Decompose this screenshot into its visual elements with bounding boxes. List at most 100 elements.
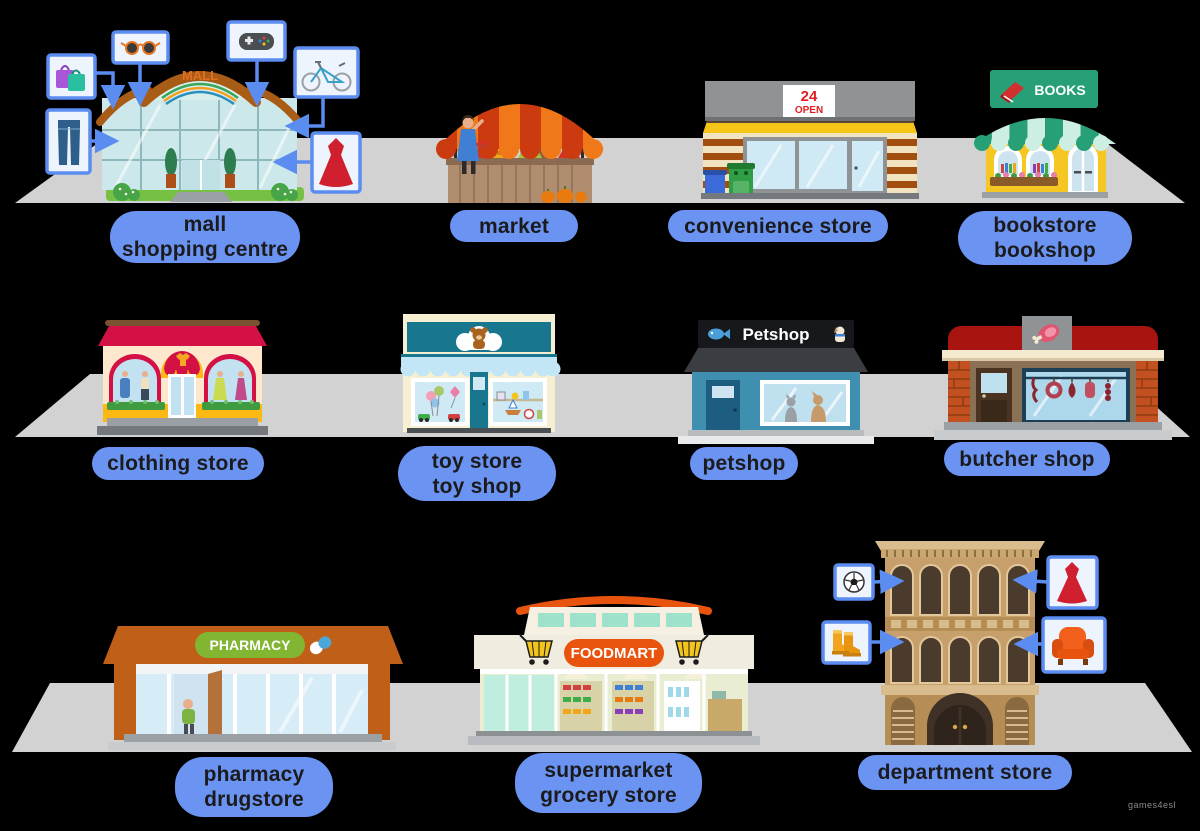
trash-bins <box>703 163 755 197</box>
flower-box <box>990 172 1058 186</box>
label-convenience-store: convenience store <box>668 210 888 242</box>
label-pharmacy: pharmacy drugstore <box>175 757 333 817</box>
bush-left <box>113 183 140 201</box>
callout-shopping-bags <box>46 53 97 100</box>
label-clothing-store: clothing store <box>92 447 264 480</box>
label-department-line1: department store <box>877 761 1053 784</box>
display-window-right <box>202 354 260 410</box>
cat-silhouette <box>785 394 797 422</box>
label-mall: mall shopping centre <box>110 211 300 263</box>
market-illustration <box>436 104 604 203</box>
mall-sign-text: MALL <box>182 68 218 83</box>
ground-window-right <box>1005 697 1029 745</box>
label-supermarket-line1: supermarket <box>544 759 673 782</box>
display-window-left <box>107 354 165 410</box>
cart-icon-right <box>675 634 709 665</box>
toy-store-illustration <box>400 314 561 433</box>
bicycle-icon <box>301 61 352 92</box>
book-icon <box>1000 82 1024 103</box>
brick-column-left <box>948 361 970 425</box>
storefront-window <box>743 137 887 193</box>
mall-callout-arrows <box>90 60 325 175</box>
mall-building: MALL <box>96 68 304 202</box>
red-dress-icon-2 <box>1057 562 1087 604</box>
label-clothing-line1: clothing store <box>107 452 249 475</box>
ground-window-left <box>891 697 915 745</box>
label-mall-line2: shopping centre <box>121 238 289 261</box>
petshop-window <box>760 380 850 426</box>
bookstore-window-right <box>1026 146 1054 178</box>
dog-silhouette <box>811 391 826 422</box>
clothing-store-illustration <box>97 320 268 435</box>
shopping-bags-icon <box>56 65 85 91</box>
label-bookstore-line1: bookstore <box>993 214 1097 237</box>
soccer-ball-icon <box>843 571 865 593</box>
callout-rain-boots <box>821 620 872 665</box>
ground-row-2 <box>15 374 1190 437</box>
label-bookstore: bookstore bookshop <box>958 211 1132 265</box>
sign-24-open: 24 OPEN <box>783 85 835 117</box>
middle-windows <box>890 636 1030 684</box>
butcher-door <box>976 368 1012 428</box>
label-mall-line1: mall <box>183 213 227 236</box>
petshop-door <box>706 380 740 434</box>
pharmacy-sign: PHARMACY <box>195 632 332 658</box>
rain-boots-icon <box>832 630 861 657</box>
petshop-illustration: Petshop <box>678 320 874 444</box>
books-sign: BOOKS <box>990 70 1098 108</box>
supermarket-storefront <box>480 669 748 733</box>
watermark: games4esl <box>1128 800 1177 810</box>
toy-awning <box>400 357 561 377</box>
label-pharmacy-line2: drugstore <box>204 788 304 811</box>
game-controller-icon <box>239 33 274 50</box>
foodmart-sign: FOODMART <box>564 639 664 667</box>
label-petshop: petshop <box>690 447 798 480</box>
bookstore-door <box>1068 143 1098 194</box>
svg-text:24: 24 <box>801 88 818 105</box>
label-butcher-line1: butcher shop <box>959 447 1095 471</box>
svg-text:BOOKS: BOOKS <box>1034 82 1085 98</box>
callout-red-dress-2 <box>1046 555 1099 610</box>
svg-text:FOODMART: FOODMART <box>571 645 658 662</box>
jeans-icon <box>58 120 80 165</box>
meat-icon <box>1032 324 1060 344</box>
label-supermarket-line2: grocery store <box>540 784 677 807</box>
callout-jeans <box>45 108 92 175</box>
customer <box>457 115 488 174</box>
shelves <box>560 673 742 733</box>
fish-icon <box>708 328 730 340</box>
toy-window-right <box>489 378 547 426</box>
label-convenience-line1: convenience store <box>684 214 872 238</box>
mall-illustration: MALL <box>45 20 362 202</box>
entrance <box>161 351 203 418</box>
department-store-illustration <box>821 541 1107 745</box>
label-department-store: department store <box>858 755 1072 790</box>
bush-right <box>271 183 298 201</box>
label-toy-line2: toy shop <box>432 474 522 498</box>
svg-text:OPEN: OPEN <box>795 105 823 116</box>
label-butcher-shop: butcher shop <box>944 442 1110 476</box>
main-door <box>927 693 993 745</box>
upper-windows <box>890 564 1030 616</box>
svg-text:PHARMACY: PHARMACY <box>210 637 292 653</box>
butcher-window <box>1022 368 1130 424</box>
teddy-bear-icon <box>470 327 488 349</box>
callout-armchair <box>1041 616 1107 674</box>
label-supermarket: supermarket grocery store <box>515 753 702 813</box>
red-dress-icon <box>319 138 353 187</box>
petshop-sign: Petshop <box>698 320 854 348</box>
sunglasses-icon <box>120 41 161 55</box>
armchair-icon <box>1052 627 1094 665</box>
bookstore-window-left <box>994 146 1022 178</box>
toy-window-left <box>411 378 469 426</box>
pharmacy-illustration: PHARMACY <box>103 626 403 750</box>
department-callout-arrows <box>870 569 1049 657</box>
capsule-icon <box>309 636 332 655</box>
tshirt-icon <box>176 353 190 366</box>
person <box>182 699 195 736</box>
pumpkins <box>541 186 587 203</box>
convenience-store-illustration: 24 OPEN <box>701 81 919 199</box>
butcher-sign <box>1022 316 1072 352</box>
callout-bicycle <box>293 46 360 99</box>
label-market: market <box>450 210 578 242</box>
